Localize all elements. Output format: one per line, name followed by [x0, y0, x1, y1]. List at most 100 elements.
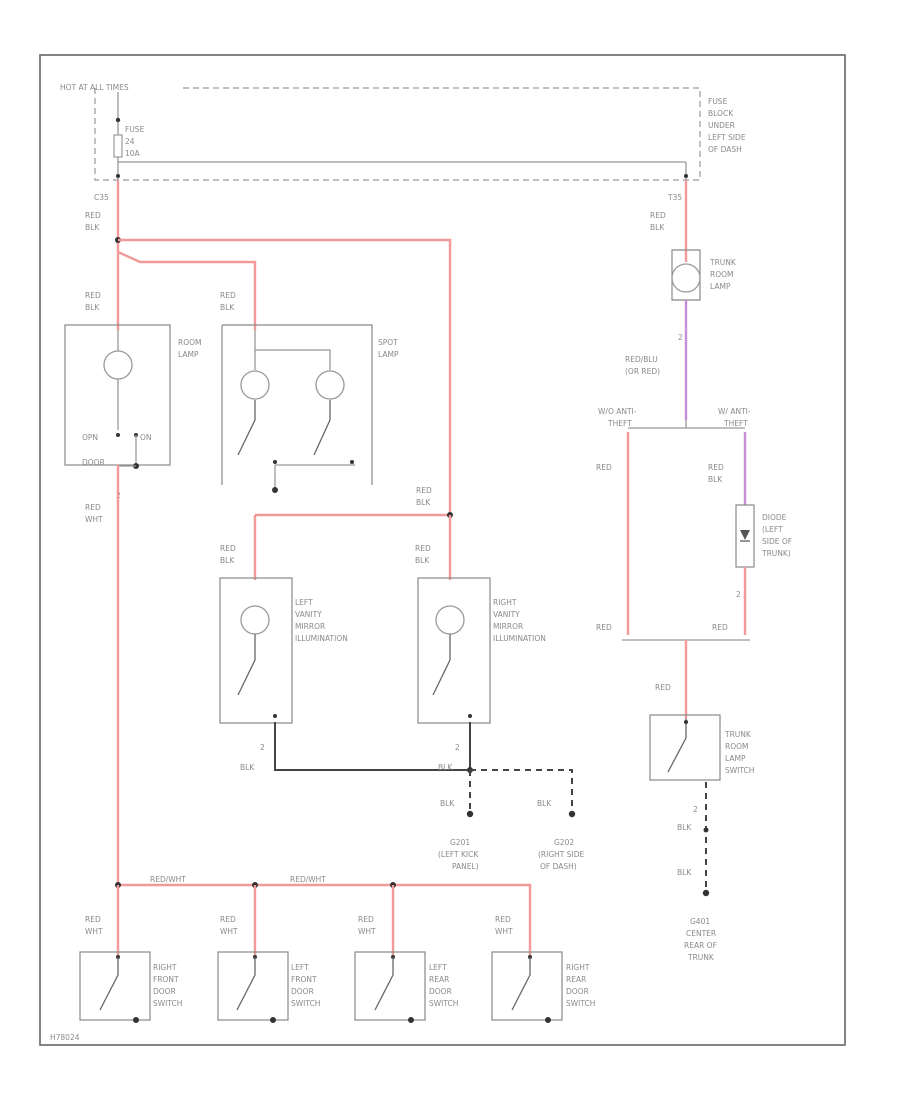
ground-g401 [702, 889, 710, 897]
svg-text:RED/BLU: RED/BLU [625, 355, 658, 364]
jumper-with-anti-theft: W/ ANTI- THEFT [718, 407, 751, 428]
svg-text:SPOT: SPOT [378, 338, 398, 347]
wire-label: RED [415, 544, 431, 553]
connector-t35-label: T35 [667, 193, 682, 202]
right-front-door-switch: RED WHT RIGHT FRONT DOOR SWITCH [79, 915, 182, 1023]
wire-label: RED [712, 623, 728, 632]
spot-lamp-left-bulb [240, 370, 270, 400]
svg-text:TRUNK: TRUNK [709, 258, 737, 267]
svg-text:LAMP: LAMP [710, 282, 731, 291]
trunk-switch-label: TRUNK ROOM LAMP SWITCH [724, 730, 754, 775]
svg-text:RED: RED [85, 915, 101, 924]
svg-text:DOOR: DOOR [566, 987, 589, 996]
svg-text:MIRROR: MIRROR [493, 622, 523, 631]
wire-label: BLK [85, 223, 100, 232]
wire-label: RED [220, 291, 236, 300]
svg-text:10A: 10A [125, 149, 141, 158]
room-lamp-label: ROOM LAMP [178, 338, 202, 359]
svg-text:FRONT: FRONT [291, 975, 317, 984]
wire-label: RED [650, 211, 666, 220]
ground-g201 [466, 810, 474, 818]
wire-label: RED [655, 683, 671, 692]
svg-text:(LEFT: (LEFT [762, 525, 783, 534]
left-rear-door-switch: RED WHT LEFT REAR DOOR SWITCH [354, 915, 458, 1023]
svg-text:(LEFT KICK: (LEFT KICK [438, 850, 479, 859]
trunk-room-lamp-bulb [671, 263, 701, 293]
diode-label: DIODE (LEFT SIDE OF TRUNK) [761, 513, 792, 558]
svg-text:(OR RED): (OR RED) [625, 367, 660, 376]
svg-text:RIGHT: RIGHT [493, 598, 517, 607]
right-vanity-mirror-box [417, 577, 491, 724]
hot-at-all-times-label: HOT AT ALL TIMES [60, 83, 129, 92]
svg-text:SWITCH: SWITCH [566, 999, 595, 1008]
svg-text:SWITCH: SWITCH [291, 999, 320, 1008]
svg-text:FUSE: FUSE [708, 97, 728, 106]
wire-label: RED/WHT [290, 875, 326, 884]
right-vanity-bulb [435, 605, 465, 635]
wire-label: RED [708, 463, 724, 472]
svg-text:FUSE: FUSE [125, 125, 145, 134]
svg-text:VANITY: VANITY [295, 610, 322, 619]
wire-label: RED [85, 211, 101, 220]
svg-text:VANITY: VANITY [493, 610, 520, 619]
svg-text:ILLUMINATION: ILLUMINATION [493, 634, 546, 643]
svg-text:ROOM: ROOM [725, 742, 749, 751]
g401-label: G401 CENTER REAR OF TRUNK [684, 917, 717, 962]
svg-text:RED: RED [495, 915, 511, 924]
svg-text:DOOR: DOOR [153, 987, 176, 996]
right-rear-door-switch: RED WHT RIGHT REAR DOOR SWITCH [491, 915, 595, 1023]
svg-text:W/ ANTI-: W/ ANTI- [718, 407, 751, 416]
svg-text:(RIGHT SIDE: (RIGHT SIDE [538, 850, 585, 859]
wire-label: WHT [85, 515, 103, 524]
left-front-door-switch: RED WHT LEFT FRONT DOOR SWITCH [217, 915, 320, 1023]
svg-text:RED: RED [358, 915, 374, 924]
fuse-label: FUSE 24 10A [125, 125, 145, 158]
wire-label: BLK [440, 799, 455, 808]
svg-text:RED: RED [220, 915, 236, 924]
wire-label: BLK [537, 799, 552, 808]
diagram-id: H78024 [50, 1033, 80, 1042]
wire-label: BLK [416, 498, 431, 507]
svg-text:DOOR: DOOR [429, 987, 452, 996]
diode-symbol [740, 530, 750, 540]
switch-door-label: DOOR [82, 458, 105, 467]
svg-text:RIGHT: RIGHT [566, 963, 590, 972]
svg-text:REAR: REAR [566, 975, 586, 984]
svg-text:TRUNK): TRUNK) [761, 549, 791, 558]
wire-label: RED [85, 291, 101, 300]
svg-text:LEFT SIDE: LEFT SIDE [708, 133, 746, 142]
wire-label: RED [85, 503, 101, 512]
jumper-without-anti-theft: W/O ANTI- THEFT [598, 407, 637, 428]
svg-text:LEFT: LEFT [295, 598, 313, 607]
svg-text:TRUNK: TRUNK [724, 730, 752, 739]
spot-lamp-label: SPOT LAMP [378, 338, 399, 359]
wire-label: BLK [220, 303, 235, 312]
fuse-symbol [113, 134, 123, 158]
g202-label: G202 (RIGHT SIDE OF DASH) [538, 838, 585, 871]
diagram-frame [39, 54, 846, 1046]
svg-text:FRONT: FRONT [153, 975, 179, 984]
svg-text:LEFT: LEFT [291, 963, 309, 972]
wire-label: BLK [220, 556, 235, 565]
svg-text:SWITCH: SWITCH [153, 999, 182, 1008]
svg-text:OF DASH): OF DASH) [540, 862, 577, 871]
svg-text:SWITCH: SWITCH [429, 999, 458, 1008]
svg-text:THEFT: THEFT [607, 419, 632, 428]
right-vanity-label: RIGHT VANITY MIRROR ILLUMINATION [493, 598, 546, 643]
fuse-block-outline [94, 87, 701, 181]
svg-text:REAR OF: REAR OF [684, 941, 717, 950]
wire-label: RED [596, 463, 612, 472]
switch-on-label: ON [140, 433, 152, 442]
wire-label: RED [220, 544, 236, 553]
wire-label: BLK [677, 868, 692, 877]
wire-label: BLK [415, 556, 430, 565]
svg-text:G202: G202 [554, 838, 574, 847]
pin-label: 2 [736, 590, 741, 599]
left-vanity-bulb [240, 605, 270, 635]
svg-text:WHT: WHT [495, 927, 513, 936]
svg-text:LEFT: LEFT [429, 963, 447, 972]
svg-text:REAR: REAR [429, 975, 449, 984]
svg-text:SWITCH: SWITCH [725, 766, 754, 775]
svg-text:W/O ANTI-: W/O ANTI- [598, 407, 637, 416]
wire-label: BLK [708, 475, 723, 484]
